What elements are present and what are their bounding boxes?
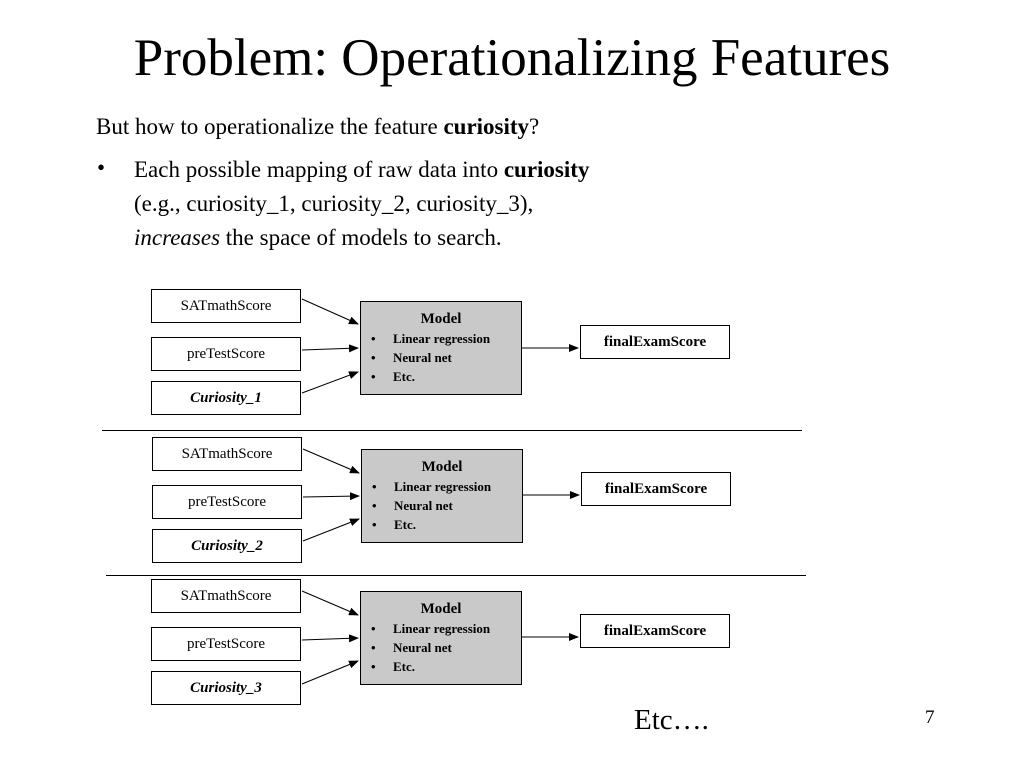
input-box-curiosity: Curiosity_3 xyxy=(151,671,301,705)
bullet-line-3: increases the space of models to search. xyxy=(134,221,589,255)
output-box: finalExamScore xyxy=(581,472,731,506)
arrow xyxy=(301,344,359,353)
model-item: •Etc. xyxy=(371,659,416,674)
model-box: Model •Linear regression •Neural net •Et… xyxy=(361,449,523,543)
model-box: Model •Linear regression •Neural net •Et… xyxy=(360,301,522,395)
model-item-label: Etc. xyxy=(394,517,417,532)
input-box-curiosity: Curiosity_1 xyxy=(151,381,301,415)
arrow xyxy=(301,298,359,325)
intro-end: ? xyxy=(529,114,540,139)
bullet-line-1-text: Each possible mapping of raw data into xyxy=(134,157,504,182)
bullet-line-2: (e.g., curiosity_1, curiosity_2, curiosi… xyxy=(134,191,534,216)
model-item: •Etc. xyxy=(372,517,417,532)
arrow xyxy=(301,590,359,616)
model-title: Model xyxy=(420,311,462,327)
arrow xyxy=(301,371,359,394)
output-box: finalExamScore xyxy=(580,614,730,648)
model-list: •Linear regression •Neural net •Etc. xyxy=(362,477,522,534)
separator-line xyxy=(102,430,802,431)
model-title: Model xyxy=(420,601,462,617)
input-box-sat: SATmathScore xyxy=(152,437,302,471)
arrow xyxy=(302,518,360,542)
bullet-text: Each possible mapping of raw data into c… xyxy=(134,153,589,255)
etc-text: Etc…. xyxy=(634,704,709,736)
input-box-pretest: preTestScore xyxy=(151,627,301,661)
model-item-label: Etc. xyxy=(393,369,416,384)
intro-text: But how to operationalize the feature xyxy=(96,114,444,139)
model-title: Model xyxy=(421,459,463,475)
model-item: •Neural net xyxy=(371,640,452,655)
model-box: Model •Linear regression •Neural net •Et… xyxy=(360,591,522,685)
arrow xyxy=(302,492,360,501)
slide-title: Problem: Operationalizing Features xyxy=(133,29,891,87)
model-list: •Linear regression •Neural net •Etc. xyxy=(361,329,521,386)
bullet-line-1-bold: curiosity xyxy=(503,157,590,182)
intro-line: But how to operationalize the feature cu… xyxy=(96,112,539,142)
model-item-label: Neural net xyxy=(393,640,452,655)
bullet-line-1: Each possible mapping of raw data into c… xyxy=(134,153,589,187)
model-item: •Linear regression xyxy=(372,479,492,494)
bullet-line-3-italic: increases xyxy=(134,225,221,250)
input-box-pretest: preTestScore xyxy=(152,485,302,519)
input-box-pretest: preTestScore xyxy=(151,337,301,371)
intro-bold: curiosity xyxy=(443,114,530,139)
bullet-line-3-rest: the space of models to search. xyxy=(220,225,502,250)
arrow xyxy=(301,634,359,643)
model-item: •Linear regression xyxy=(371,331,491,346)
arrow xyxy=(302,448,360,474)
model-item-label: Linear regression xyxy=(394,479,492,494)
input-box-curiosity: Curiosity_2 xyxy=(152,529,302,563)
model-item-label: Neural net xyxy=(394,498,453,513)
model-item-label: Etc. xyxy=(393,659,416,674)
model-item-label: Linear regression xyxy=(393,331,491,346)
model-item-label: Linear regression xyxy=(393,621,491,636)
model-item: •Neural net xyxy=(371,350,452,365)
input-box-sat: SATmathScore xyxy=(151,289,301,323)
model-item: •Neural net xyxy=(372,498,453,513)
bullet-mark: • xyxy=(97,155,106,180)
model-list: •Linear regression •Neural net •Etc. xyxy=(361,619,521,676)
separator-line xyxy=(106,575,806,576)
model-item-label: Neural net xyxy=(393,350,452,365)
page-number: 7 xyxy=(925,707,935,728)
arrow xyxy=(301,660,359,685)
output-box: finalExamScore xyxy=(580,325,730,359)
model-item: •Etc. xyxy=(371,369,416,384)
model-item: •Linear regression xyxy=(371,621,491,636)
input-box-sat: SATmathScore xyxy=(151,579,301,613)
